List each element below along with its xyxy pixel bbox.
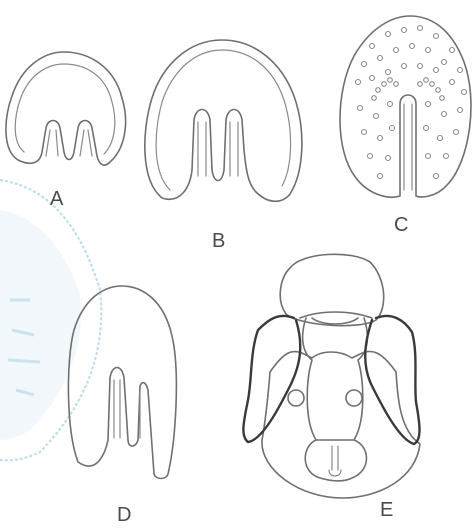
panel-b bbox=[145, 40, 302, 201]
panel-c-cell-dots bbox=[356, 26, 467, 179]
panel-e-label: E bbox=[380, 499, 393, 521]
panel-b-outer-wall bbox=[145, 40, 302, 201]
panel-e-left-amnion-fold bbox=[243, 316, 300, 442]
panel-a bbox=[6, 52, 126, 165]
panel-d-outline bbox=[68, 286, 176, 479]
panel-d bbox=[68, 286, 176, 479]
panel-d-label: D bbox=[117, 504, 131, 526]
panel-a-label: A bbox=[50, 188, 64, 210]
panel-e-head-fold bbox=[280, 254, 384, 325]
panel-e-neck-band bbox=[300, 312, 372, 318]
panel-a-inner-wall bbox=[15, 64, 115, 156]
panel-e-neural-tube bbox=[303, 318, 368, 440]
panel-e-lower-bulb bbox=[305, 440, 366, 481]
panel-c bbox=[340, 16, 471, 197]
panel-a-outer-wall bbox=[6, 52, 126, 165]
panel-c-groove bbox=[404, 104, 412, 190]
library-stamp bbox=[0, 180, 101, 460]
panel-e-left-vesicle bbox=[288, 390, 304, 406]
panel-c-label: C bbox=[394, 214, 408, 236]
panel-b-label: B bbox=[212, 230, 225, 252]
panel-e-bulb-midline bbox=[312, 318, 358, 324]
panel-e bbox=[243, 254, 420, 498]
panel-c-outline bbox=[340, 16, 471, 197]
panel-e-body bbox=[262, 351, 420, 498]
panel-e-right-amnion-fold bbox=[365, 316, 419, 444]
panel-e-notch bbox=[329, 446, 341, 476]
panel-e-right-vesicle bbox=[346, 390, 362, 406]
